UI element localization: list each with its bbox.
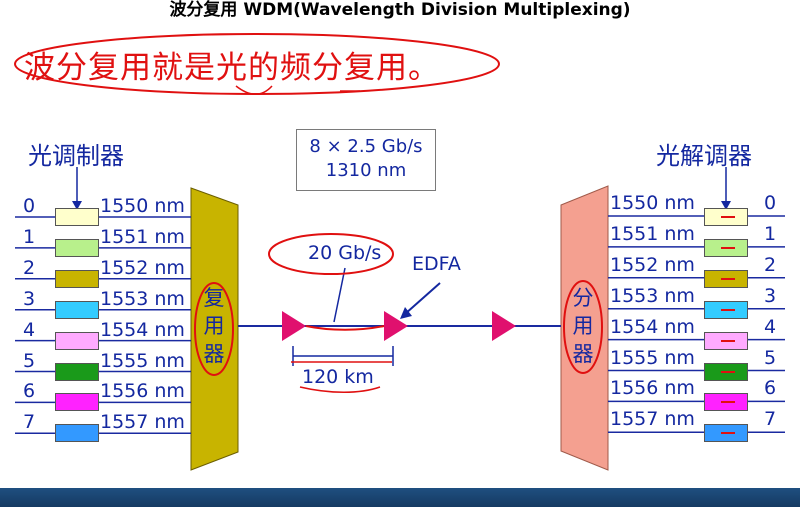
left-wavelength: 1556 nm — [100, 380, 185, 403]
slide-title: 波分复用 WDM(Wavelength Division Multiplexin… — [169, 0, 631, 20]
right-wavelength: 1551 nm — [610, 222, 695, 245]
right-channel-index: 3 — [763, 284, 777, 307]
demodulator-box — [704, 238, 748, 257]
demux-char: 用 — [572, 314, 594, 338]
right-wavelength: 1556 nm — [610, 377, 695, 400]
headline: 波分复用就是光的频分复用。 — [24, 50, 440, 86]
modulator-box — [55, 238, 99, 257]
demux-char: 器 — [572, 342, 594, 366]
left-channel-index: 1 — [22, 225, 36, 248]
rate-box-line2: 1310 nm — [325, 160, 407, 181]
demodulator-box — [704, 424, 748, 443]
right-channel-index: 0 — [763, 192, 777, 214]
left-wavelength: 1552 nm — [100, 256, 185, 279]
headline-underline — [235, 85, 360, 95]
left-channel-index: 3 — [22, 287, 36, 310]
rate-box: 8 × 2.5 Gb/s 1310 nm — [296, 129, 436, 191]
rate-circle — [268, 233, 394, 275]
annotation-mark — [721, 370, 735, 373]
headline-circle — [14, 33, 500, 95]
channel-rate-label: 20 Gb/s — [308, 242, 382, 264]
demux-circle — [563, 280, 603, 374]
amplifier-3 — [492, 311, 516, 341]
amplifier-1 — [282, 311, 306, 341]
annotation-mark — [721, 339, 735, 342]
annotation-mark — [721, 246, 735, 249]
right-wavelength: 1554 nm — [610, 315, 695, 338]
modulator-box — [55, 208, 99, 226]
mux-circle — [194, 282, 234, 376]
annotation-mark — [721, 277, 735, 280]
edfa-pointer — [404, 282, 441, 315]
right-wavelength: 1550 nm — [610, 192, 695, 214]
demodulator-box — [704, 208, 748, 226]
right-channel-index: 4 — [763, 315, 777, 338]
modulator-label: 光调制器 — [28, 142, 124, 170]
rate-box-line1: 8 × 2.5 Gb/s — [309, 136, 423, 157]
modulator-box — [55, 362, 99, 381]
left-wavelength: 1550 nm — [100, 195, 185, 217]
modulator-box — [55, 269, 99, 288]
span-label: 120 km — [302, 366, 374, 388]
mux-char: 复 — [203, 286, 225, 310]
annotation-mark — [721, 308, 735, 311]
right-channel-index: 7 — [763, 408, 777, 431]
right-wavelength: 1555 nm — [610, 346, 695, 369]
right-wavelength: 1552 nm — [610, 253, 695, 276]
demodulator-box — [704, 269, 748, 288]
modulator-box — [55, 393, 99, 412]
modulator-box — [55, 424, 99, 443]
left-channel-index: 6 — [22, 380, 36, 403]
modulator-box — [55, 300, 99, 319]
trunk-annotation — [305, 325, 385, 331]
right-wavelength: 1557 nm — [610, 408, 695, 431]
demodulator-arrowhead — [721, 201, 731, 210]
right-channel-index: 1 — [763, 222, 777, 245]
demodulator-box — [704, 393, 748, 412]
modulator-box — [55, 331, 99, 350]
right-channel-index: 6 — [763, 377, 777, 400]
modulator-arrowhead — [72, 201, 82, 210]
left-channel-index: 7 — [22, 411, 36, 434]
mux-char: 器 — [203, 342, 225, 366]
left-wavelength: 1557 nm — [100, 411, 185, 434]
left-wavelength: 1551 nm — [100, 225, 185, 248]
annotation-mark — [721, 401, 735, 404]
span-underline — [291, 361, 392, 393]
left-channel-index: 2 — [22, 256, 36, 279]
mux-label: 复 用 器 — [201, 284, 227, 368]
mux-char: 用 — [203, 314, 225, 338]
edfa-pointer-head — [400, 307, 412, 319]
demux-char: 分 — [572, 286, 594, 310]
left-wavelength: 1555 nm — [100, 349, 185, 372]
left-channel-index: 5 — [22, 349, 36, 372]
demodulator-box — [704, 331, 748, 350]
right-wavelength: 1553 nm — [610, 284, 695, 307]
demultiplexer-shape — [560, 185, 609, 471]
left-wavelength: 1553 nm — [100, 287, 185, 310]
right-channel-index: 5 — [763, 346, 777, 369]
left-channel-index: 4 — [22, 318, 36, 341]
right-channel-index: 2 — [763, 253, 777, 276]
rate-pointer — [333, 267, 346, 323]
left-channel-index: 0 — [22, 195, 36, 217]
annotation-mark — [721, 432, 735, 435]
demodulator-box — [704, 300, 748, 319]
multiplexer-shape — [190, 187, 239, 471]
demux-label: 分 用 器 — [570, 284, 596, 368]
left-wavelength: 1554 nm — [100, 318, 185, 341]
demodulator-label: 光解调器 — [656, 142, 752, 170]
amplifier-2 — [384, 311, 408, 341]
annotation-mark — [721, 216, 735, 218]
edfa-label: EDFA — [412, 253, 461, 275]
footer-bar — [0, 488, 800, 507]
demodulator-box — [704, 362, 748, 381]
